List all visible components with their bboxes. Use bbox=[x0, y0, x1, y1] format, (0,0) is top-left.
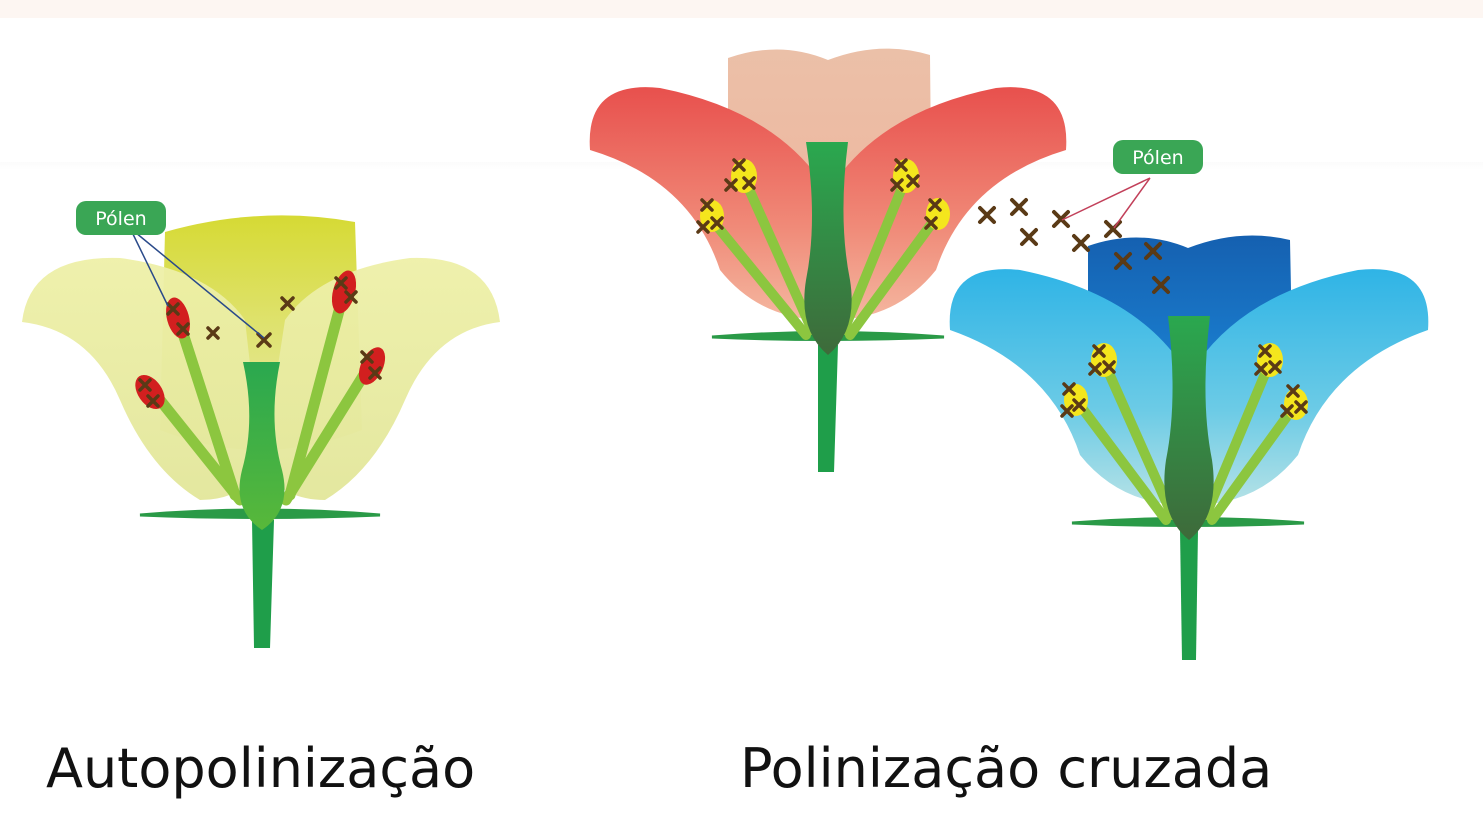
flower-right-petal bbox=[830, 87, 1067, 320]
cross-pollination-red-flower bbox=[589, 48, 1067, 472]
pollen-label-left: Pólen bbox=[95, 208, 146, 230]
flower-filaments bbox=[707, 173, 943, 340]
self-pollination-flower: Pólen bbox=[22, 201, 500, 648]
pollen-grains bbox=[1060, 344, 1308, 418]
pollen-grains bbox=[138, 276, 382, 408]
flower-filaments bbox=[146, 286, 376, 506]
caption-cross-pollination: Polinização cruzada bbox=[740, 737, 1273, 800]
flower-filaments bbox=[1071, 357, 1301, 525]
top-band bbox=[0, 0, 1483, 18]
flower-stem bbox=[1180, 530, 1198, 660]
flower-pistil bbox=[239, 362, 285, 530]
flower-pistil bbox=[804, 142, 852, 355]
flower-pistil bbox=[1164, 316, 1214, 540]
flower-stem bbox=[818, 345, 838, 472]
pollen-grains bbox=[696, 158, 942, 234]
flower-right-petal bbox=[1192, 269, 1429, 505]
pollen-label-pill bbox=[1113, 140, 1203, 174]
pollen-label-right: Pólen bbox=[1132, 147, 1183, 169]
pollen-label-right-callout: Pólen bbox=[1061, 140, 1203, 229]
flower-stem bbox=[252, 520, 274, 648]
pollen-trail bbox=[978, 198, 1170, 294]
pollen-label-left-callout: Pólen bbox=[76, 201, 265, 339]
caption-self-pollination: Autopolinização bbox=[46, 737, 476, 800]
pollen-label-pill bbox=[76, 201, 166, 235]
cross-pollination-blue-flower bbox=[949, 235, 1429, 660]
